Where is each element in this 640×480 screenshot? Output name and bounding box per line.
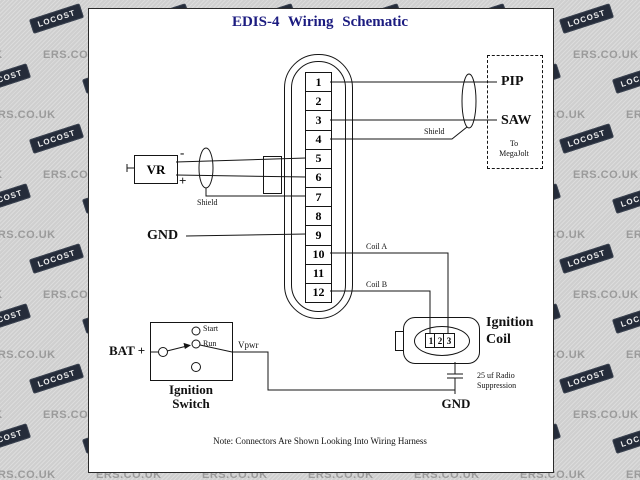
watermark-text: ERS.CO.UK: [414, 0, 480, 1]
watermark-chip: LOCOST: [0, 423, 32, 454]
gnd-label-bottom: GND: [441, 396, 471, 411]
coil-pin-3: 3: [443, 333, 455, 348]
connector-pin-7: 7: [306, 187, 331, 206]
watermark-chip: LOCOST: [611, 63, 640, 94]
megajolt-label: MegaJolt: [499, 149, 529, 158]
watermark-chip: LOCOST: [558, 243, 615, 274]
watermark-chip: LOCOST: [0, 303, 32, 334]
watermark-text: ERS.CO.UK: [626, 229, 640, 241]
watermark-chip: LOCOST: [611, 303, 640, 334]
connector-pin-8: 8: [306, 206, 331, 225]
watermark-text: ERS.CO.UK: [308, 0, 374, 1]
watermark-chip: LOCOST: [28, 363, 85, 394]
connector-pin-11: 11: [306, 263, 331, 283]
note-text: Note: Connectors Are Shown Looking Into …: [213, 436, 427, 446]
watermark-text: ERS.CO.UK: [573, 49, 639, 61]
to-label: To: [509, 139, 519, 148]
vr-sensor-box: VR: [134, 155, 178, 184]
watermark-text: ERS.CO.UK: [0, 469, 56, 480]
watermark-text: ERS.CO.UK: [96, 469, 162, 480]
watermark-chip: LOCOST: [28, 3, 85, 34]
watermark-text: ERS.CO.UK: [414, 469, 480, 480]
watermark-text: ERS.CO.UK: [0, 109, 56, 121]
connector-pin-1: 1: [315, 74, 322, 89]
watermark-text: ERS.CO.UK: [626, 0, 640, 1]
watermark-chip: LOCOST: [611, 423, 640, 454]
connector-pin-4: 4: [306, 129, 331, 149]
watermark-text: ERS.CO.UK: [202, 0, 268, 1]
watermark-text: ERS.CO.UK: [0, 409, 3, 421]
cap-label-line1: 25 uf Radio: [477, 371, 515, 380]
watermark-text: ERS.CO.UK: [0, 289, 3, 301]
bat-plus-label: BAT +: [109, 343, 146, 358]
watermark-text: ERS.CO.UK: [202, 469, 268, 480]
pip-label: PIP: [501, 74, 524, 89]
connector-pin-6: 6: [306, 167, 331, 187]
connector-pin-3: 3: [306, 110, 331, 129]
schematic-title: EDIS-4 Wiring Schematic: [231, 14, 409, 30]
cap-label-line2: Suppression: [477, 381, 517, 390]
watermark-text: ERS.CO.UK: [0, 349, 56, 361]
ignition-coil-label-line1: Ignition: [486, 315, 534, 330]
coil-b-label: Coil B: [366, 280, 388, 289]
watermark-text: ERS.CO.UK: [0, 0, 56, 1]
inline-connector: [263, 156, 282, 194]
watermark-chip: LOCOST: [558, 123, 615, 154]
edis-connector-outer: [284, 54, 353, 319]
run-label: Run: [203, 339, 217, 348]
watermark-chip: LOCOST: [28, 243, 85, 274]
watermark-text: ERS.CO.UK: [520, 0, 586, 1]
watermark-text: ERS.CO.UK: [573, 289, 639, 301]
watermark-text: ERS.CO.UK: [626, 349, 640, 361]
watermark-text: ERS.CO.UK: [520, 469, 586, 480]
watermark-chip: LOCOST: [558, 3, 615, 34]
connector-pin-9: 9: [306, 225, 331, 244]
vr-plus-label: +: [179, 173, 187, 188]
edis-connector-inner: [291, 61, 346, 312]
watermark-chip: LOCOST: [0, 183, 32, 214]
watermark-text: ERS.CO.UK: [573, 169, 639, 181]
watermark-chip: LOCOST: [611, 183, 640, 214]
gnd-label-left: GND: [147, 228, 179, 243]
saw-label: SAW: [501, 113, 532, 128]
start-label: Start: [203, 324, 219, 333]
ignition-coil-label-line2: Coil: [486, 332, 511, 347]
watermark-text: ERS.CO.UK: [96, 0, 162, 1]
ignition-switch-label-line2: Switch: [172, 396, 210, 411]
watermark-text: ERS.CO.UK: [0, 49, 3, 61]
watermark-text: ERS.CO.UK: [0, 169, 3, 181]
watermark-chip: LOCOST: [28, 123, 85, 154]
connector-pin-10: 10: [306, 244, 331, 264]
connector-pin-2: 2: [306, 91, 331, 110]
vpwr-label: Vpwr: [238, 340, 259, 350]
watermark-chip: LOCOST: [0, 63, 32, 94]
watermark-text: ERS.CO.UK: [626, 469, 640, 480]
vr-minus-label: -: [180, 145, 185, 160]
coil-a-label: Coil A: [366, 242, 388, 251]
ignition-switch-box: [150, 322, 233, 381]
connector-pin-12: 12: [306, 282, 331, 302]
watermark-text: ERS.CO.UK: [626, 109, 640, 121]
watermark-text: ERS.CO.UK: [0, 229, 56, 241]
connector-pin-5: 5: [306, 148, 331, 168]
watermark-text: ERS.CO.UK: [573, 409, 639, 421]
watermark-chip: LOCOST: [558, 363, 615, 394]
shield-label-left: Shield: [197, 198, 218, 207]
megajolt-box: [487, 55, 543, 169]
watermark-text: ERS.CO.UK: [308, 469, 374, 480]
edis-pin-strip: 1 2 3 4 5 6 7 8 9 10 11 12: [305, 72, 332, 303]
shield-label-right: Shield: [424, 127, 445, 136]
